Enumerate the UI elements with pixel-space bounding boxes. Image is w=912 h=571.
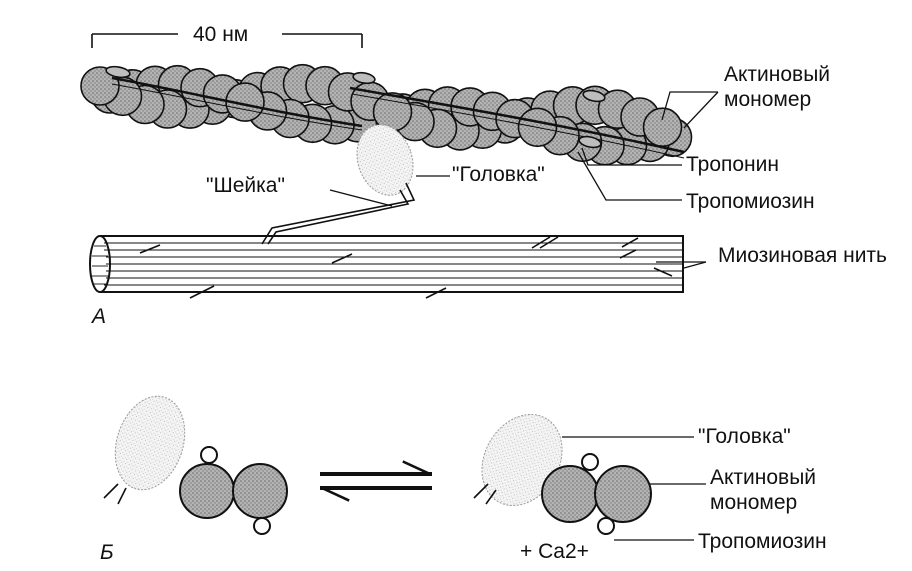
label-actin-monomer-b: Актиновый мономер [710,466,817,514]
myosin-filament [89,235,684,299]
tropomyosin-strand [111,76,685,159]
leader-lines-a [329,91,719,269]
scale-bar-label: 40 нм [193,23,249,46]
label-tropomyosin-b: Тропомиозин [698,530,827,553]
actin-monomer [80,66,120,106]
panel-label-a: А [92,305,107,328]
myosin-head [356,124,414,196]
label-troponin: Тропонин [686,153,779,176]
label-tropomyosin-a: Тропомиозин [686,190,815,213]
label-head-a: "Головка" [452,163,545,186]
equilibrium-arrows [320,460,432,502]
leader-lines-b [562,436,706,541]
label-neck: "Шейка" [206,174,285,197]
panel-label-b: Б [100,541,114,564]
scale-bar [91,33,363,48]
actin-monomer [642,107,683,147]
troponin-marks [105,65,606,149]
label-head-b: "Головка" [698,425,791,448]
panel-b-right-complex [473,414,652,535]
label-calcium: + Ca2+ [520,540,589,563]
label-actin-monomer-a: Актиновый мономер [724,63,831,111]
panel-b-left-complex [103,395,288,535]
myosin-neck [261,182,416,245]
label-myosin-filament: Миозиновая нить [718,244,887,267]
